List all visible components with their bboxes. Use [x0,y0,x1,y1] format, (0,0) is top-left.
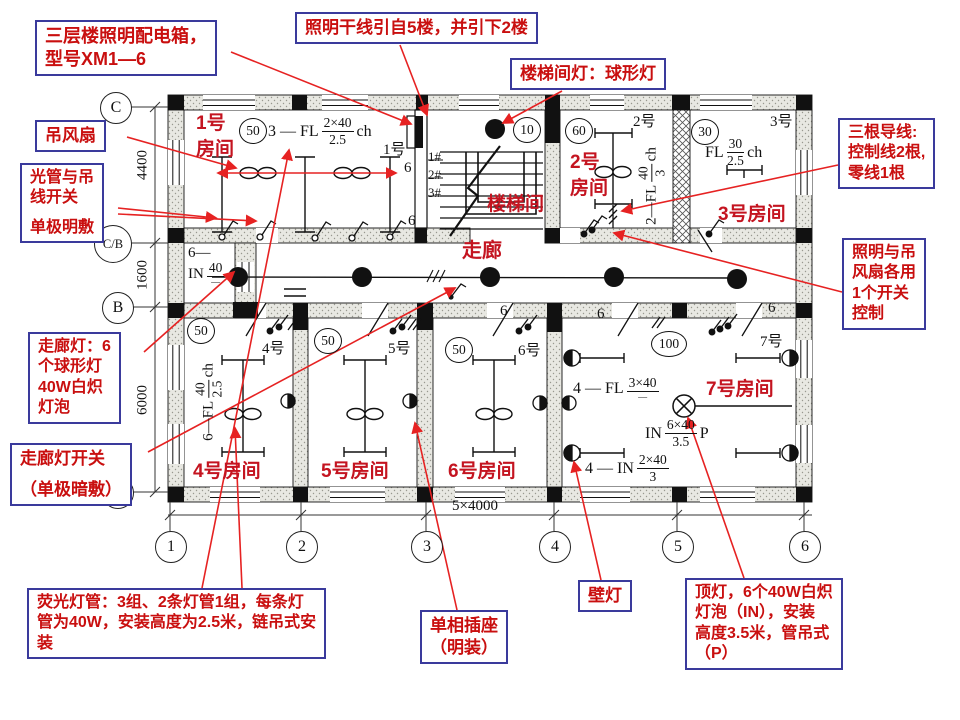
wire-count: 6 [500,303,508,319]
room1-label: 1号房间 [196,113,235,160]
room3-lamp-group-no: 3号 [770,114,793,130]
room6-label: 6号房间 [448,461,516,482]
stairwell-label: 楼梯间 [487,194,545,215]
corridor-circuit-label: IN 40— [188,260,225,288]
room5-label: 5号房间 [321,461,389,482]
room2-label: 2号房间 [570,152,609,199]
staircase [428,145,543,237]
callout-distribution-box: 三层楼照明配电箱，型号XM1—6 [35,20,217,77]
circled-value-room7: 100 [651,331,687,357]
dim-1600: 1600 [134,260,151,290]
callout-trunk-line: 照明干线引自5楼，并引下2楼 [295,12,538,44]
room7-label: 7号房间 [706,379,774,400]
callout-corridor-switch: 走廊灯开关 （单极暗敷） [10,443,132,506]
riser-2: 2# [428,167,441,182]
dim-4400: 4400 [134,150,151,180]
callout-one-switch-each: 照明与吊 风扇各用 1个开关 控制 [842,238,927,330]
dim-5x4000: 5×4000 [452,498,498,514]
room2-lamp-group-no: 2号 [633,114,656,130]
annotation-arrows [117,44,843,611]
grid-row-c: C [100,92,132,124]
wire-count: 6 [597,306,605,322]
grid-col-1: 1 [155,531,187,563]
grid-col-2: 2 [286,531,318,563]
columns [168,95,812,502]
switch-no-6: 6号 [518,343,541,359]
room1-lamp-group-no: 1号 [383,142,406,158]
grid-row-b: B [102,292,134,324]
circled-value-room4: 50 [187,318,215,344]
grid-col-5: 5 [662,531,694,563]
circled-value-room2: 60 [565,118,593,144]
corridor-lights [211,119,747,300]
riser-1: 1# [428,149,441,164]
corridor-label: 走廊 [462,240,502,262]
circled-value-stair: 10 [513,117,541,143]
room7-fl-circuit-label: 4 — FL 3×40— [573,375,659,403]
callout-corridor-lamps: 走廊灯：6 个球形灯 40W白炽 灯泡 [28,332,121,424]
wall-lamps-and-sockets [280,349,799,462]
dim-6000: 6000 [134,385,151,415]
dimension-lines [131,101,812,531]
grid-col-6: 6 [789,531,821,563]
callout-ceiling-lamp: 顶灯，6个40W白炽 灯泡（IN），安装 高度3.5米，管吊式 （P） [685,578,843,670]
grid-col-3: 3 [411,531,443,563]
room4-label: 4号房间 [193,461,261,482]
callout-stair-lamp: 楼梯间灯：球形灯 [510,58,666,90]
callout-wall-lamp: 壁灯 [578,580,632,612]
riser-3: 3# [428,185,441,200]
circled-value-room5: 50 [314,328,342,354]
switch-no-5: 5号 [388,341,411,357]
wire-count: 6 [408,213,416,229]
callout-three-wires: 三根导线: 控制线2根, 零线1根 [838,118,936,190]
circled-value-room1: 50 [239,118,267,144]
grid-col-4: 4 [539,531,571,563]
switch-no-4: 4号 [262,341,285,357]
circled-value-room3: 30 [691,119,719,145]
callout-fluorescent-tubes: 荧光灯管：3组、2条灯管1组，每条灯 管为40W，安装高度为2.5米，链吊式安 … [27,588,327,660]
circled-value-room6: 50 [445,337,473,363]
callout-tube-and-switch: 光管与吊 线开关 单极明敷 [20,163,105,244]
room3-label: 3号房间 [718,204,786,225]
switch-no-7: 7号 [760,334,783,350]
callout-ceiling-fan: 吊风扇 [35,120,106,152]
window-openings [168,95,812,502]
callout-socket: 单相插座 （明装） [420,610,508,664]
wire-count: 6 [768,300,776,316]
wire-count: 6 [404,160,412,176]
corridor-circuit-prefix: 6— [188,245,211,261]
